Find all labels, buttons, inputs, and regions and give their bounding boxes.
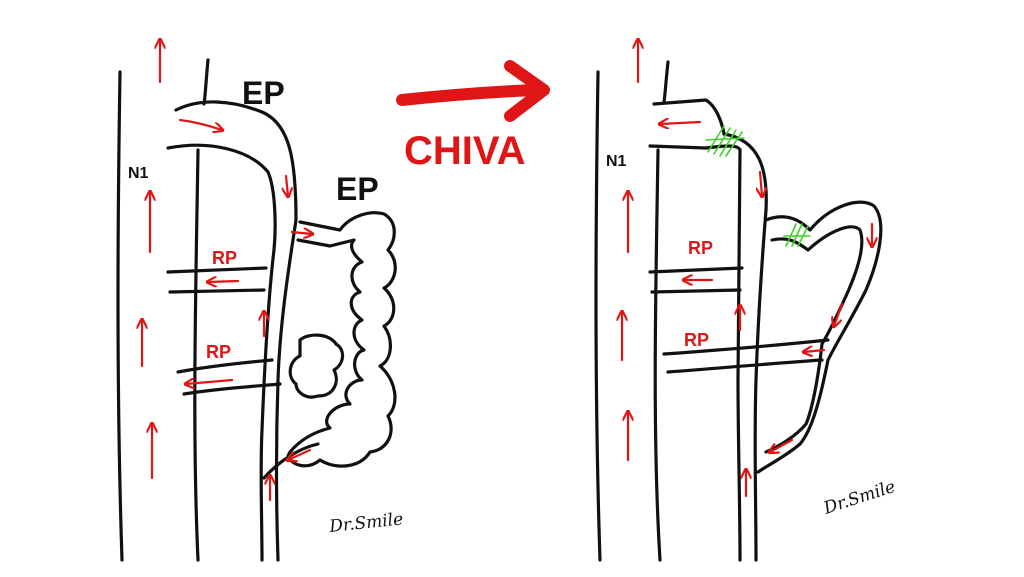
ligation-mark-tributary [783, 223, 811, 247]
arch-stump-inner [648, 144, 708, 150]
saphenous-trunk-right [274, 218, 298, 562]
label-rp-upper-after: RP [688, 238, 713, 258]
perforator-upper-top-after [648, 266, 744, 274]
perforator-lower-top [176, 358, 274, 374]
flow-arrow-trunk-down-after [760, 170, 762, 196]
flow-arrow-perforator-after-2 [804, 350, 826, 352]
procedure-arrow-head [504, 60, 550, 122]
label-ep-arch: EP [242, 75, 285, 111]
deep-vein-wall-outer-after [594, 70, 602, 562]
flow-arrow-to-cluster [290, 232, 312, 234]
signature-right: Dr.Smile [820, 477, 898, 519]
perforator-lower-bottom-after [666, 358, 824, 374]
flow-arrow-stump-back [660, 122, 702, 124]
saphenous-trunk-left [259, 248, 276, 562]
saphenous-arch-outer [174, 100, 298, 222]
perforator-lower-top-after [662, 338, 830, 356]
label-n1-after: N1 [606, 153, 627, 170]
perforator-upper-bottom [168, 288, 266, 294]
flow-arrow-perforator-2 [186, 380, 234, 384]
label-ep-tributary: EP [336, 171, 379, 207]
label-n1: N1 [128, 165, 149, 182]
signature-left: Dr.Smile [327, 509, 404, 537]
deep-vein-wall-inner [193, 148, 200, 562]
perforator-upper-bottom-after [650, 288, 742, 294]
procedure-label: CHIVA [404, 129, 525, 173]
procedure-arrow-shaft [396, 84, 540, 106]
tributary-loop-inner [764, 225, 864, 454]
perforator-upper-top [166, 266, 268, 274]
saphenous-arch-inner [166, 143, 277, 252]
procedure-transition: CHIVA [396, 60, 550, 173]
flow-arrow-tributary [288, 448, 312, 460]
label-rp-lower: RP [206, 342, 231, 362]
saphenous-trunk-left-after [736, 148, 742, 562]
label-rp-lower-after: RP [684, 330, 709, 350]
saphenous-trunk-right-after [722, 132, 768, 562]
flow-arrow-perforator-1 [208, 281, 240, 282]
perforator-lower-bottom [182, 382, 282, 396]
flow-arrow-arch [178, 118, 222, 130]
ligation-mark-arch [705, 125, 745, 157]
flow-arrow-trunk-down [286, 174, 288, 196]
deep-vein-wall-inner-upper [202, 58, 210, 106]
deep-vein-wall-inner-after [653, 148, 662, 562]
deep-vein-wall-inner-upper-after [662, 60, 670, 104]
deep-vein-wall-outer [116, 70, 124, 562]
after-panel: N1 RP RP Dr.Smile [594, 40, 898, 562]
varicose-cluster [286, 211, 397, 468]
arch-stump-outer [652, 98, 726, 136]
label-rp-upper: RP [212, 248, 237, 268]
flow-arrow-loop-return [770, 438, 794, 452]
before-panel: EP EP N1 RP RP Dr.Smile [116, 40, 404, 562]
varicose-inner-loop [288, 333, 345, 399]
tributary-loop-outer [756, 200, 883, 474]
flow-arrow-loop-mid [834, 302, 844, 326]
